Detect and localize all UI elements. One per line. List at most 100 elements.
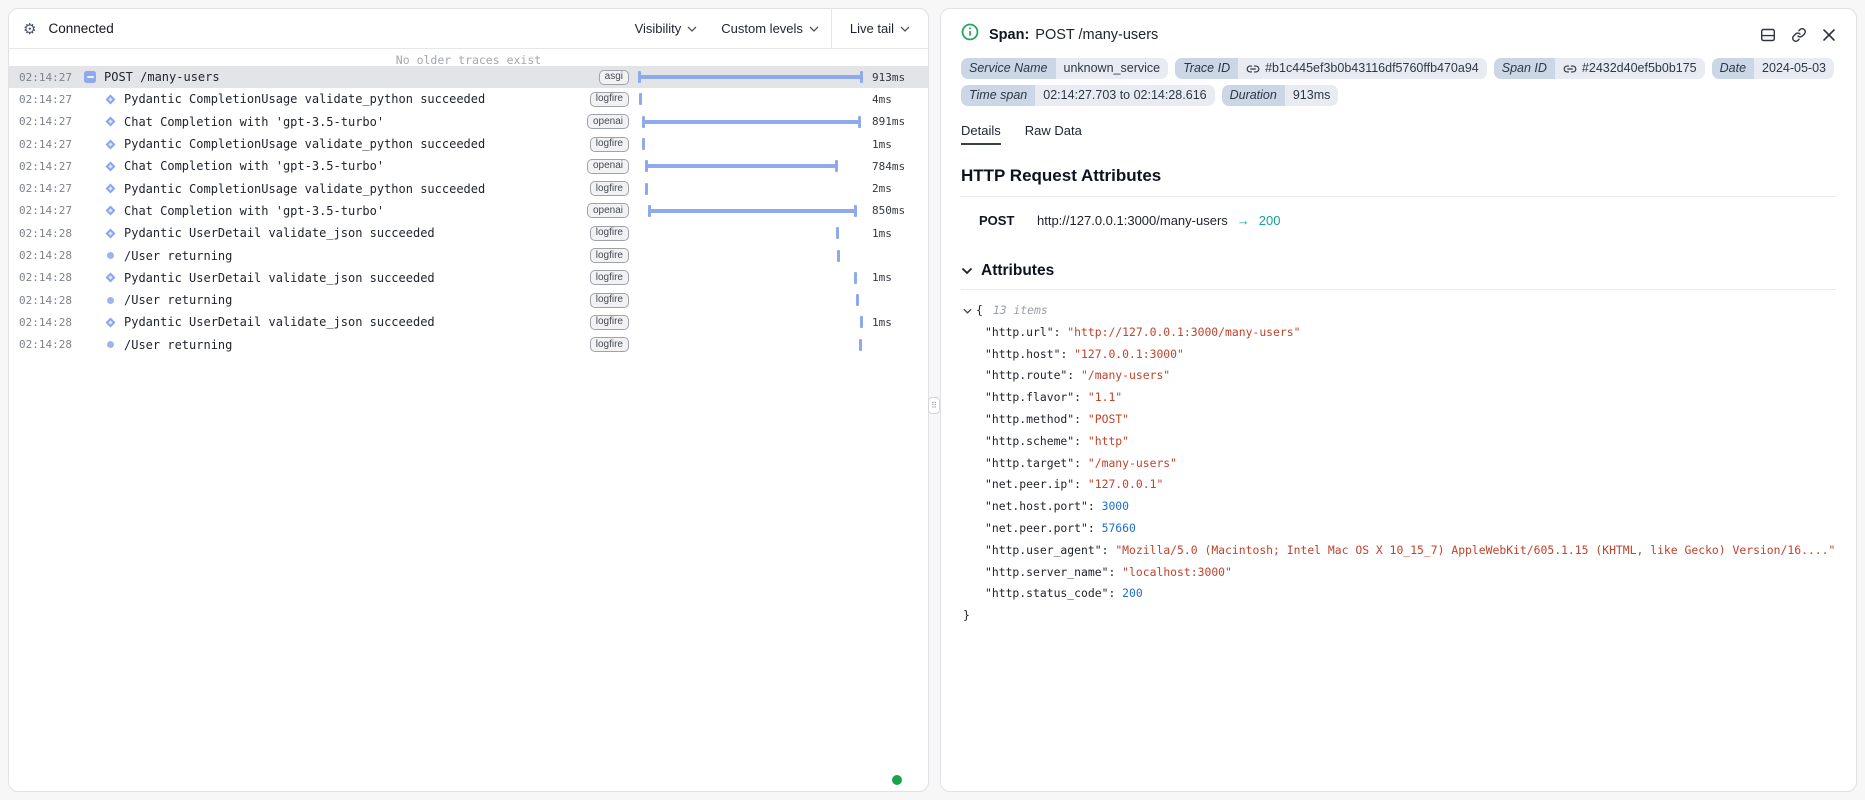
diamond-icon: [105, 161, 115, 172]
dot-icon: [106, 296, 114, 304]
duration-label: 891ms: [872, 115, 906, 129]
link-icon[interactable]: [1791, 27, 1807, 43]
trace-row[interactable]: 02:14:28 Pydantic UserDetail validate_js…: [9, 267, 928, 289]
span-name: Chat Completion with 'gpt-3.5-turbo': [124, 159, 385, 174]
row-timestamp: 02:14:27: [19, 204, 72, 218]
live-tail-dropdown[interactable]: Live tail: [832, 9, 928, 48]
trace-row[interactable]: 02:14:28 /User returning logfire: [9, 334, 928, 356]
trace-row[interactable]: 02:14:27 Pydantic CompletionUsage valida…: [9, 88, 928, 110]
panel-resize-handle[interactable]: ⠿: [928, 397, 940, 414]
row-timestamp: 02:14:27: [19, 159, 72, 173]
metadata-badge: Service Name unknown_service: [961, 58, 1169, 79]
log-tick-bar: [860, 316, 864, 329]
span-details-panel: Span: POST /many-users Service Name unkn…: [940, 8, 1857, 792]
tab-raw-data[interactable]: Raw Data: [1024, 123, 1082, 138]
visibility-dropdown[interactable]: Visibility: [623, 9, 710, 48]
span-name: /User returning: [124, 337, 233, 352]
metadata-badge: Span ID #2432d40ef5b0b175: [1493, 58, 1705, 79]
json-key: "http.method": [985, 411, 1075, 426]
span-duration-bar: [644, 160, 839, 173]
chevron-down-icon[interactable]: [961, 267, 973, 275]
trace-row[interactable]: 02:14:27 Chat Completion with 'gpt-3.5-t…: [9, 155, 928, 177]
badge-value: 02:14:27.703 to 02:14:28.616: [1035, 85, 1215, 106]
info-icon: [961, 23, 979, 46]
trace-row[interactable]: 02:14:28 /User returning logfire: [9, 244, 928, 266]
badge-label: Span ID: [1493, 58, 1555, 79]
trace-row[interactable]: 02:14:27 Chat Completion with 'gpt-3.5-t…: [9, 200, 928, 222]
diamond-icon: [105, 228, 115, 239]
custom-levels-label: Custom levels: [721, 21, 803, 36]
duration-bar-track: [638, 249, 863, 263]
row-timestamp: 02:14:27: [19, 92, 72, 106]
metadata-badge: Time span 02:14:27.703 to 02:14:28.616: [961, 85, 1215, 106]
row-timestamp: 02:14:28: [19, 226, 72, 240]
custom-levels-dropdown[interactable]: Custom levels: [709, 9, 831, 48]
json-attribute-row: "http.url": "http://127.0.0.1:3000/many-…: [985, 324, 1301, 339]
attributes-heading: Attributes: [981, 262, 1055, 279]
trace-row[interactable]: 02:14:27 Chat Completion with 'gpt-3.5-t…: [9, 111, 928, 133]
tag-chip: logfire: [589, 314, 629, 330]
log-tick-bar: [859, 338, 863, 351]
close-icon[interactable]: [1822, 28, 1836, 42]
json-value: "1.1": [1087, 390, 1123, 405]
json-value: "localhost:3000": [1122, 564, 1232, 579]
json-attribute-row: "http.host": "127.0.0.1:3000": [985, 346, 1184, 361]
badge-label: Date: [1711, 58, 1755, 79]
chevron-down-icon: [687, 26, 697, 32]
link-icon[interactable]: [1563, 62, 1577, 76]
json-key: "http.route": [985, 368, 1068, 383]
json-value: "/many-users": [1081, 368, 1171, 383]
no-older-traces-notice: No older traces exist: [395, 53, 542, 67]
metadata-badge: Date 2024-05-03: [1711, 58, 1834, 79]
trace-row[interactable]: 02:14:27 Pydantic CompletionUsage valida…: [9, 133, 928, 155]
tag-chip: openai: [586, 114, 629, 130]
tag-chip: logfire: [589, 270, 629, 286]
visibility-label: Visibility: [634, 21, 682, 36]
json-key: "http.target": [985, 455, 1075, 470]
tab-details[interactable]: Details: [961, 123, 1001, 145]
row-timestamp: 02:14:28: [19, 338, 72, 352]
span-name: Pydantic UserDetail validate_json succee…: [124, 315, 435, 330]
tag-chip: logfire: [589, 292, 629, 308]
duration-label: 784ms: [872, 159, 906, 173]
span-kind-label: Span:: [989, 26, 1030, 43]
json-key: "http.user_agent": [985, 542, 1102, 557]
json-value: "/many-users": [1087, 455, 1178, 470]
span-title: POST /many-users: [1035, 26, 1159, 43]
trace-row[interactable]: 02:14:27 POST /many-users asgi 913ms: [9, 66, 928, 89]
dot-icon: [106, 252, 114, 260]
dock-panel-icon[interactable]: [1760, 27, 1776, 43]
minus-square-icon: [84, 71, 96, 84]
trace-row[interactable]: 02:14:28 Pydantic UserDetail validate_js…: [9, 311, 928, 333]
json-open-brace: {: [976, 303, 983, 317]
span-name: /User returning: [124, 248, 233, 263]
duration-label: 1ms: [872, 226, 892, 240]
row-timestamp: 02:14:28: [19, 293, 72, 307]
toolbar-divider: [830, 9, 832, 48]
badges-row-1: Service Name unknown_service Trace ID #b…: [961, 58, 1836, 79]
badge-label: Duration: [1221, 85, 1285, 106]
http-status-code: 200: [1258, 213, 1281, 228]
json-attribute-row: "net.peer.port": 57660: [985, 520, 1136, 535]
gear-icon[interactable]: ⚙: [23, 20, 37, 38]
trace-row[interactable]: 02:14:28 /User returning logfire: [9, 289, 928, 311]
trace-row[interactable]: 02:14:28 Pydantic UserDetail validate_js…: [9, 222, 928, 244]
span-duration-bar: [647, 204, 858, 217]
duration-bar-track: [638, 137, 863, 151]
connection-status: Connected: [48, 21, 114, 36]
json-attribute-row: "http.method": "POST": [985, 411, 1130, 426]
span-name: Chat Completion with 'gpt-3.5-turbo': [124, 203, 385, 218]
trace-row[interactable]: 02:14:27 Pydantic CompletionUsage valida…: [9, 177, 928, 199]
link-icon[interactable]: [1246, 62, 1260, 76]
json-key: "http.flavor": [985, 390, 1075, 405]
badge-value: 913ms: [1284, 85, 1339, 106]
chevron-down-icon[interactable]: [963, 308, 972, 314]
metadata-badge: Duration 913ms: [1221, 85, 1339, 106]
json-attribute-row: "net.peer.ip": "127.0.0.1": [985, 477, 1164, 492]
badge-label: Service Name: [961, 58, 1056, 79]
duration-bar-track: [638, 70, 863, 84]
http-request-summary: POST http://127.0.0.1:3000/many-users → …: [961, 213, 1836, 228]
tag-chip: logfire: [589, 91, 629, 107]
duration-bar-track: [638, 159, 863, 173]
span-duration-bar: [641, 115, 861, 128]
